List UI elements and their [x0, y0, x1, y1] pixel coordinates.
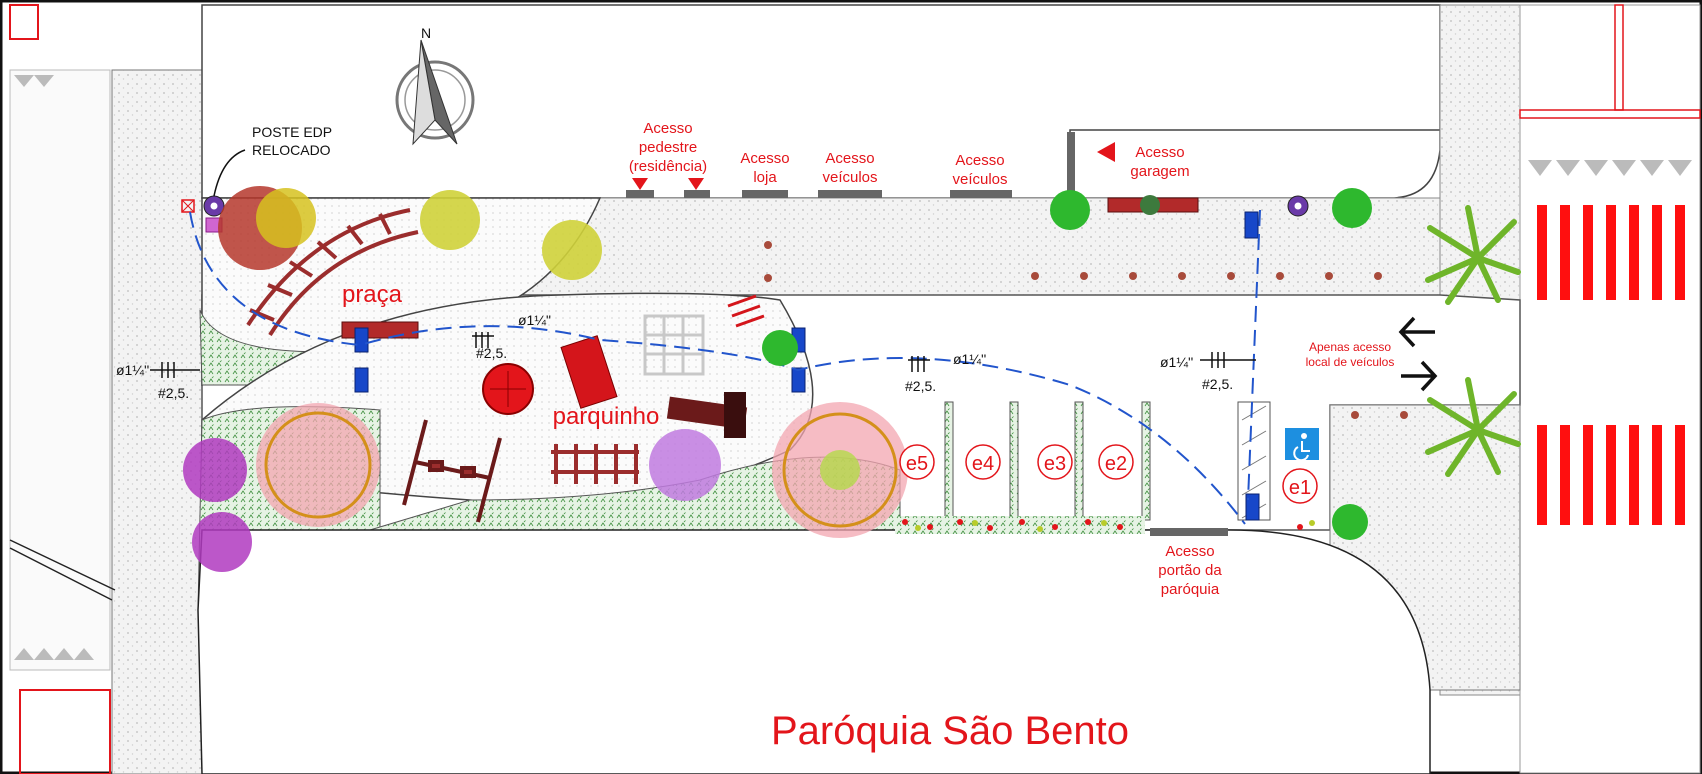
- parking-spaces: e5 e4 e3 e2 e1: [899, 444, 1318, 504]
- access-garage-line1: Acesso: [1135, 144, 1184, 161]
- access-vehicles-1-line2: veículos: [822, 169, 877, 186]
- parking-space-label: e5: [906, 453, 928, 475]
- parish-courtyard: [197, 529, 1431, 774]
- north-arrow-icon: N: [395, 25, 475, 146]
- curved-bench-icon: [246, 208, 419, 337]
- fence-icon: [551, 444, 639, 484]
- parking-space-label: e2: [1105, 453, 1127, 475]
- accessible-parking-icon: [1285, 428, 1319, 462]
- praca-label: praça: [342, 281, 403, 308]
- access-vehicles-2-line2: veículos: [952, 171, 1007, 188]
- north-label: N: [421, 25, 431, 41]
- crosswalk-north: [1537, 205, 1685, 300]
- local-access-note-line2: local de veículos: [1306, 355, 1395, 369]
- page-title: Paróquia São Bento: [771, 709, 1129, 753]
- lamp-post-icon: [354, 211, 1260, 521]
- palm-tree-icon: [1425, 205, 1521, 477]
- pipe-wire-middle: #2,5.: [905, 378, 936, 394]
- parking-space-label: e1: [1289, 477, 1311, 499]
- access-parish-gate-line3: paróquia: [1161, 581, 1220, 598]
- slide-icon: [666, 392, 748, 438]
- pipe-symbols: [150, 332, 1256, 378]
- left-sidewalk: [111, 69, 203, 774]
- access-pedestrian-line1: Acesso: [643, 120, 692, 137]
- ladder-icon: [727, 294, 765, 328]
- garage-arrow-icon: [1097, 142, 1115, 162]
- access-shop-line1: Acesso: [740, 150, 789, 167]
- pipe-diameter-praca: ø1¼": [518, 312, 551, 328]
- flower-border: [895, 516, 1315, 534]
- access-garage-line2: garagem: [1130, 163, 1189, 180]
- pole-note-line1: POSTE EDP: [252, 124, 332, 140]
- swing-icon: [402, 419, 502, 523]
- pole-note-line2: RELOCADO: [252, 142, 331, 158]
- utility-pole-icon: [181, 195, 1309, 233]
- top-road: [201, 4, 1441, 199]
- bollards: [764, 241, 1408, 419]
- parquinho-label: parquinho: [553, 403, 660, 430]
- access-vehicles-1-line1: Acesso: [825, 150, 874, 167]
- pipe-diameter-left: ø1¼'': [116, 362, 149, 378]
- access-markers: [626, 190, 1228, 536]
- local-access-note-line1: Apenas acesso: [1309, 340, 1391, 354]
- access-vehicles-2-line1: Acesso: [955, 152, 1004, 169]
- access-parish-gate-line1: Acesso: [1165, 543, 1214, 560]
- arrow-right-icon: [1401, 360, 1438, 392]
- parking-space-label: e3: [1044, 453, 1066, 475]
- pipe-wire-left: #2,5.: [158, 385, 189, 401]
- arrow-left-icon: [1398, 316, 1435, 348]
- access-shop-line2: loja: [753, 169, 777, 186]
- pipe-diameter-right: ø1¼'': [1160, 354, 1193, 370]
- parking-space-label: e4: [972, 453, 994, 475]
- pipe-wire-right: #2,5.: [1202, 376, 1233, 392]
- pipe-diameter-middle: ø1¼'': [953, 351, 986, 367]
- playground-equipment: [402, 294, 765, 523]
- access-parish-gate-line2: portão da: [1158, 562, 1222, 579]
- crosswalk-south: [1537, 425, 1685, 525]
- access-pedestrian-line3: (residência): [629, 158, 707, 175]
- access-pedestrian-line2: pedestre: [639, 139, 697, 156]
- trees: [183, 186, 1372, 572]
- play-structure-icon: [560, 335, 618, 409]
- cable-route: [189, 211, 1246, 525]
- left-lot: [9, 69, 111, 671]
- pipe-wire-praca: #2,5.: [476, 345, 507, 361]
